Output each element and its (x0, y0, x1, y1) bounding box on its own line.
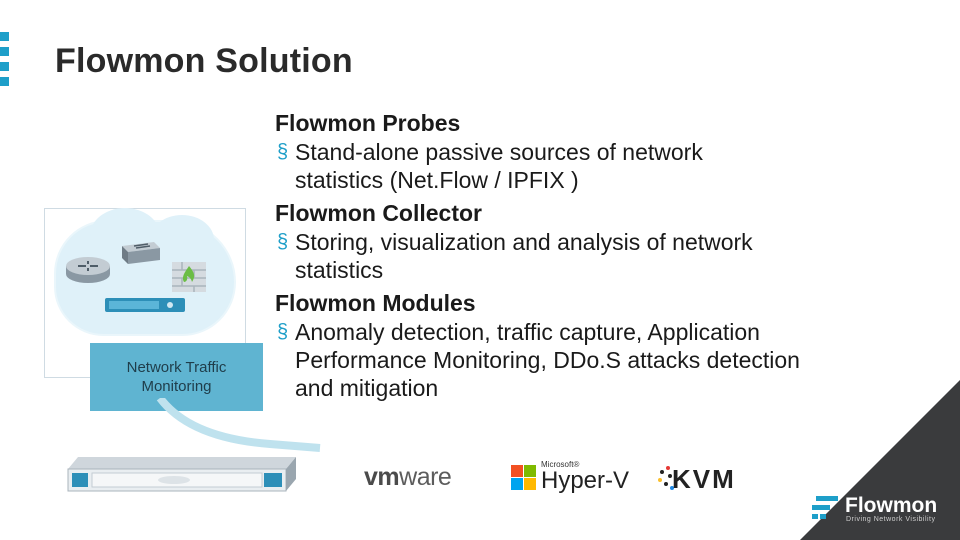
bullet-line: and mitigation (295, 375, 439, 401)
windows-icon (511, 465, 536, 490)
diagram-label-line: Monitoring (141, 378, 212, 395)
router-icon (66, 257, 110, 283)
diagram-label-box: Network Traffic Monitoring (90, 343, 263, 411)
hyperv-logo-big: Hyper-V (541, 467, 630, 494)
bullet-line: Storing, visualization and analysis of n… (295, 229, 753, 255)
flowmon-mark-icon (812, 496, 838, 519)
vmware-logo-prefix: vm (364, 463, 400, 491)
bullet-line: statistics (Net.Flow / IPFIX ) (295, 167, 579, 193)
section-collector: Flowmon Collector § Storing, visualizati… (275, 198, 875, 284)
bullet-line: Anomaly detection, traffic capture, Appl… (295, 319, 760, 345)
accent-square (0, 47, 9, 56)
switch-icon (122, 242, 160, 264)
accent-square (0, 32, 9, 41)
accent-square (0, 62, 9, 71)
section-heading: Flowmon Modules (275, 290, 476, 316)
slide-title: Flowmon Solution (55, 42, 353, 80)
corner-decoration (800, 380, 960, 540)
section-modules: Flowmon Modules § Anomaly detection, tra… (275, 288, 875, 402)
kvm-penguin-icon (658, 466, 674, 490)
vmware-logo: vmware (364, 463, 452, 492)
flowmon-appliance-icon (67, 457, 296, 492)
server-appliance-icon (105, 298, 185, 312)
vmware-logo-suffix: ware (399, 463, 452, 491)
connector-arc (156, 398, 321, 452)
kvm-logo-text: KVM (672, 464, 736, 494)
network-cloud-bump (150, 215, 214, 265)
flowmon-wordmark: Flowmon (845, 494, 938, 517)
bullet-item: § Stand-alone passive sources of network… (275, 138, 875, 194)
slide-content: Flowmon Probes § Stand-alone passive sou… (275, 108, 875, 406)
bullet-item: § Storing, visualization and analysis of… (275, 228, 875, 284)
firewall-icon (172, 262, 206, 292)
accent-bar (0, 32, 9, 88)
hyperv-logo-small: Microsoft® (541, 460, 580, 469)
bullet-line: Performance Monitoring, DDo.S attacks de… (295, 347, 800, 373)
section-heading: Flowmon Collector (275, 200, 482, 226)
bullet-mark: § (277, 321, 289, 343)
bullet-line: statistics (295, 257, 384, 283)
section-probes: Flowmon Probes § Stand-alone passive sou… (275, 108, 875, 194)
accent-square (0, 77, 9, 86)
section-heading: Flowmon Probes (275, 110, 461, 136)
bullet-mark: § (277, 141, 289, 163)
diagram-label-line: Network Traffic (126, 359, 227, 376)
bullet-mark: § (277, 231, 289, 253)
bullet-line: Stand-alone passive sources of network (295, 139, 703, 165)
flowmon-logo: Flowmon Driving Network Visibility (812, 494, 942, 524)
flowmon-tagline: Driving Network Visibility (846, 516, 936, 523)
bullet-item: § Anomaly detection, traffic capture, Ap… (275, 318, 875, 402)
